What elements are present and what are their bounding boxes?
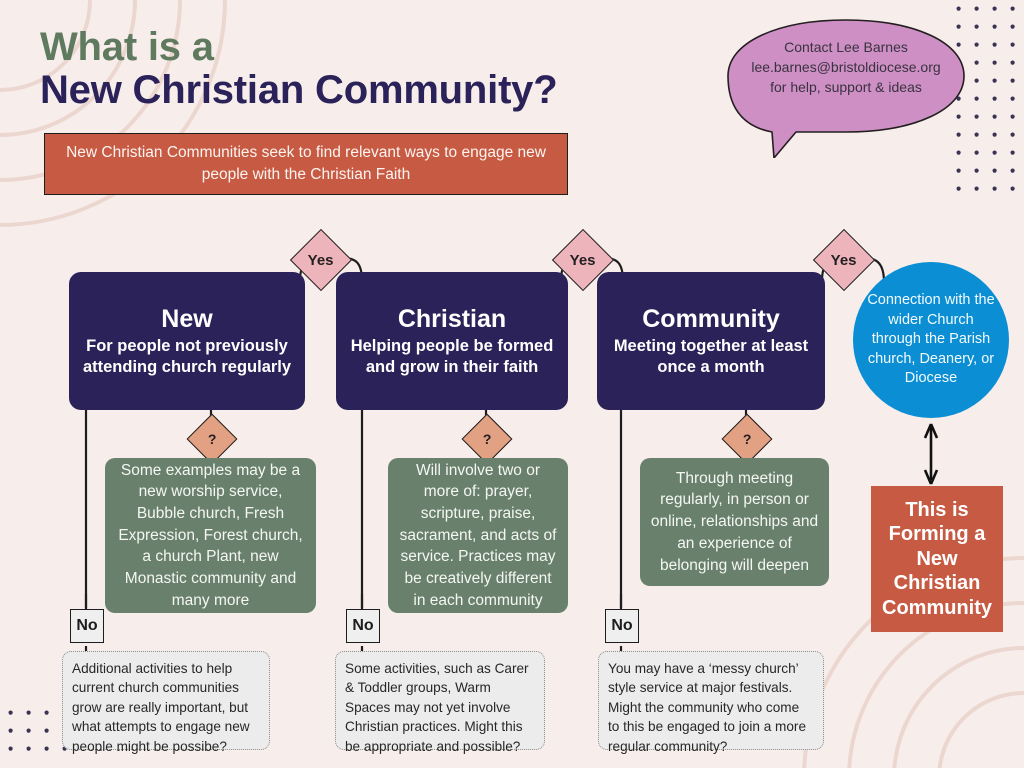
no-badge-label-community: No	[611, 617, 633, 634]
no-badge-christian[interactable]: No	[346, 609, 380, 643]
result-box-forming-new-christian-community[interactable]: This is Forming a New Christian Communit…	[871, 486, 1003, 632]
note-box-christian: Some activities, such as Carer & Toddler…	[335, 651, 545, 754]
note-box-new: Additional activities to help current ch…	[62, 651, 270, 754]
criterion-heading-community: Community	[642, 305, 780, 334]
question-diamond-new[interactable]: ?	[186, 413, 238, 465]
page-title: What is a New Christian Community?	[40, 25, 558, 113]
question-diamond-label-community: ?	[742, 431, 752, 447]
contact-name: Contact Lee Barnes	[784, 39, 908, 55]
connection-circle[interactable]: Connection with the wider Church through…	[853, 262, 1009, 418]
no-badge-label-christian: No	[352, 617, 374, 634]
speech-bubble-shape	[727, 19, 965, 158]
subtitle-banner: New Christian Communities seek to find r…	[44, 133, 568, 195]
question-diamond-christian[interactable]: ?	[461, 413, 513, 465]
yes-diamond-label-3: Yes	[831, 251, 857, 269]
detail-box-new: Some examples may be a new worship servi…	[105, 458, 316, 613]
page-title-line1: What is a	[40, 25, 214, 69]
criterion-subheading-new: For people not previously attending chur…	[82, 337, 292, 376]
criterion-box-christian[interactable]: Christian Helping people be formed and g…	[336, 272, 568, 410]
question-diamond-label-new: ?	[207, 431, 217, 447]
no-badge-label-new: No	[76, 617, 98, 634]
question-diamond-label-christian: ?	[482, 431, 492, 447]
note-box-community: You may have a ‘messy church’ style serv…	[598, 651, 824, 754]
contact-email: lee.barnes@bristoldiocese.org	[751, 58, 941, 75]
contact-bubble-text: Contact Lee Barnes lee.barnes@bristoldio…	[726, 38, 966, 98]
detail-box-community: Through meeting regularly, in person or …	[640, 458, 829, 586]
criterion-box-community[interactable]: Community Meeting together at least once…	[597, 272, 825, 410]
criterion-subheading-community: Meeting together at least once a month	[613, 337, 809, 376]
yes-diamond-label-2: Yes	[570, 251, 596, 269]
question-diamond-community[interactable]: ?	[721, 413, 773, 465]
criterion-heading-new: New	[161, 305, 213, 334]
detail-box-christian: Will involve two or more of: prayer, scr…	[388, 458, 568, 613]
yes-diamond-label-1: Yes	[308, 251, 334, 269]
no-badge-community[interactable]: No	[605, 609, 639, 643]
contact-speech-bubble: Contact Lee Barnes lee.barnes@bristoldio…	[726, 18, 966, 158]
criterion-box-new[interactable]: New For people not previously attending …	[69, 272, 305, 410]
double-arrow-connector	[923, 423, 939, 485]
no-badge-new[interactable]: No	[70, 609, 104, 643]
criterion-subheading-christian: Helping people be formed and grow in the…	[350, 337, 554, 376]
criterion-heading-christian: Christian	[397, 305, 507, 334]
page-title-line2: New Christian Community?	[40, 68, 558, 113]
contact-purpose: for help, support & ideas	[770, 78, 922, 95]
